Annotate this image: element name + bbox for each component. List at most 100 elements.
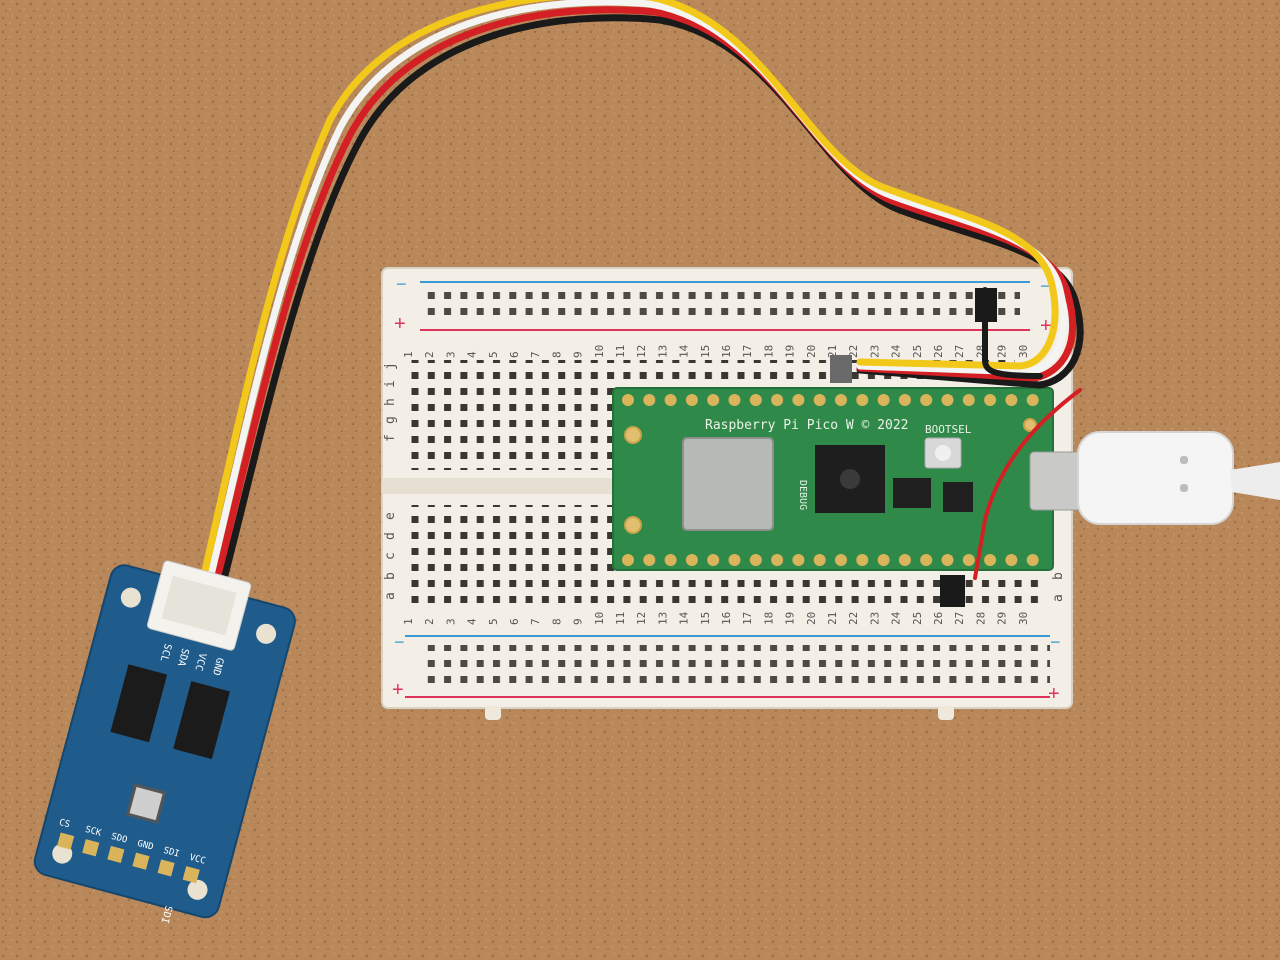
column-number: 10 [593, 612, 606, 625]
pico-pin-pad [728, 394, 741, 406]
pico-pin-pad [898, 554, 911, 566]
column-number: 26 [932, 612, 945, 625]
pico-pin-pad [856, 554, 869, 566]
pico-pin-pad [898, 394, 911, 406]
pico-pin-pad [792, 394, 805, 406]
sensor-connector-pin-label: VCC [192, 652, 207, 672]
row-letter: d [383, 532, 398, 540]
column-number: 12 [635, 345, 648, 358]
column-number: 4 [466, 618, 479, 625]
pico-pin-pad [941, 394, 954, 406]
sensor-header-pad [107, 845, 125, 864]
column-number: 17 [741, 345, 754, 358]
wifi-module-shield [682, 437, 774, 531]
debug-label: DEBUG [797, 480, 808, 510]
column-number: 30 [1017, 345, 1030, 358]
column-number: 30 [1017, 612, 1030, 625]
column-number: 28 [974, 612, 987, 625]
sensor-header-pin-label: SDO [110, 832, 128, 846]
row-letter: h [383, 398, 398, 406]
column-number: 6 [508, 618, 521, 625]
pico-pin-pad [813, 394, 826, 406]
pico-pin-pad [941, 554, 954, 566]
pico-pin-pad [984, 394, 997, 406]
column-number: 18 [762, 345, 775, 358]
column-number: 24 [890, 344, 903, 358]
column-number: 19 [784, 345, 797, 358]
sensor-header-pin-label: SDI [162, 846, 180, 860]
column-number: 5 [487, 351, 500, 358]
sensor-connector-pin-label: SDA [175, 647, 190, 667]
row-letter: b [1051, 572, 1066, 580]
row-letters-right: ba [1051, 572, 1066, 602]
rail-plus-bottom-right: + [1048, 683, 1060, 705]
sensor-header-pin-label: CS [58, 818, 71, 830]
rail-plus-top-right: + [1040, 315, 1052, 337]
column-number: 3 [444, 618, 457, 625]
pico-pin-pad [707, 394, 720, 406]
column-number: 14 [678, 611, 691, 625]
column-number: 23 [868, 345, 881, 358]
pico-pin-pad [622, 394, 634, 406]
row-letter: a [1051, 594, 1066, 602]
grove-cable [200, 0, 1084, 579]
pico-pin-pad [685, 554, 698, 566]
row-letter: c [383, 552, 398, 560]
column-number: 16 [720, 345, 733, 358]
column-number: 2 [423, 351, 436, 358]
column-number: 6 [508, 351, 521, 358]
column-number: 18 [762, 612, 775, 625]
jumper-wires [830, 287, 1082, 607]
column-number: 17 [741, 612, 754, 625]
row-letter: i [383, 380, 398, 388]
column-number: 4 [466, 351, 479, 358]
pico-pin-pad [1026, 394, 1039, 406]
pico-pin-pad [962, 394, 975, 406]
sensor-header-pad [82, 839, 100, 857]
rail-minus-top-left: − [396, 274, 407, 294]
column-number: 7 [529, 618, 542, 625]
pico-pin-pad [920, 394, 933, 406]
rail-plus-top-left: + [394, 313, 406, 335]
column-number: 25 [911, 345, 924, 358]
column-number: 12 [635, 612, 648, 625]
pico-pin-pad [920, 554, 933, 566]
column-number: 19 [784, 612, 797, 625]
rail-minus-bottom-left: − [394, 632, 405, 652]
sensor-side-label: SDI [158, 904, 173, 924]
pico-pin-pad [962, 554, 975, 566]
pico-pin-pad [622, 554, 634, 566]
column-number: 24 [890, 611, 903, 625]
pico-pin-pad [664, 394, 677, 406]
rail-plus-bottom-left: + [392, 679, 404, 701]
column-number: 14 [678, 344, 691, 358]
column-number: 1 [402, 351, 415, 358]
column-number: 8 [550, 351, 563, 358]
column-number: 9 [572, 618, 585, 625]
row-letter: a [383, 592, 398, 600]
column-number: 9 [572, 351, 585, 358]
column-number: 11 [614, 612, 627, 625]
pico-pin-pad [1005, 394, 1018, 406]
sensor-header-pin-label: VCC [188, 853, 206, 867]
column-number: 26 [932, 345, 945, 358]
pico-pin-pad [877, 394, 890, 406]
sensor-header-pad [157, 859, 175, 877]
column-number: 15 [699, 612, 712, 625]
sensor-connector-pin-label: SCL [158, 642, 173, 662]
pico-pin-pad [813, 554, 826, 566]
pico-pin-pad [1005, 554, 1018, 566]
pico-pin-pad [643, 394, 656, 406]
column-number: 21 [826, 345, 839, 358]
pico-pin-pad [856, 394, 869, 406]
sensor-header-pad [57, 832, 75, 850]
row-letter: g [383, 416, 398, 424]
sensor-header-pad [182, 866, 200, 884]
usb-cable [1077, 431, 1280, 525]
row-letter: b [383, 572, 398, 580]
pico-pin-pad [877, 554, 890, 566]
column-number: 22 [847, 345, 860, 358]
pico-pin-pad [728, 554, 741, 566]
